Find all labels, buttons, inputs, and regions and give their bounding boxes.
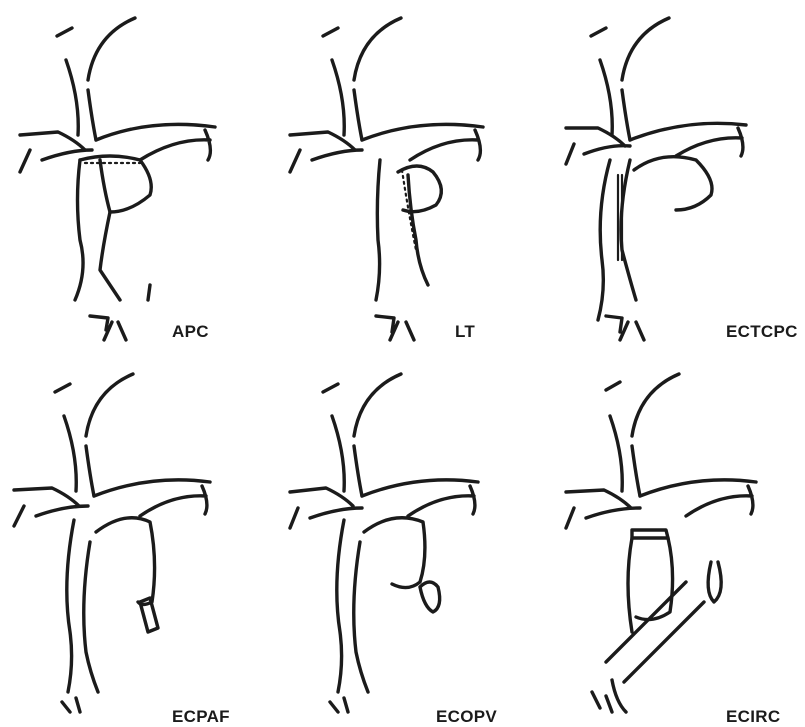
panel-label-ecpaf: ECPAF — [172, 707, 230, 727]
panel-label-apc: APC — [172, 322, 209, 342]
panel-label-ectcpc: ECTCPC — [726, 322, 798, 342]
panel-lt: LT — [268, 0, 536, 362]
ecopv-illustration — [268, 362, 536, 724]
ecirc-illustration — [536, 362, 804, 724]
panel-label-lt: LT — [455, 322, 475, 342]
ectcpc-illustration — [536, 0, 804, 362]
panel-ecopv: ECOPV — [268, 362, 536, 724]
lt-illustration — [268, 0, 536, 362]
panel-label-ecopv: ECOPV — [436, 707, 497, 727]
panel-ecpaf: ECPAF — [0, 362, 268, 724]
panel-label-ecirc: ECIRC — [726, 707, 780, 727]
ecpaf-illustration — [0, 362, 268, 724]
panel-ectcpc: ECTCPC — [536, 0, 804, 362]
apc-illustration — [0, 0, 268, 362]
panel-ecirc: ECIRC — [536, 362, 804, 724]
panel-apc: APC — [0, 0, 268, 362]
